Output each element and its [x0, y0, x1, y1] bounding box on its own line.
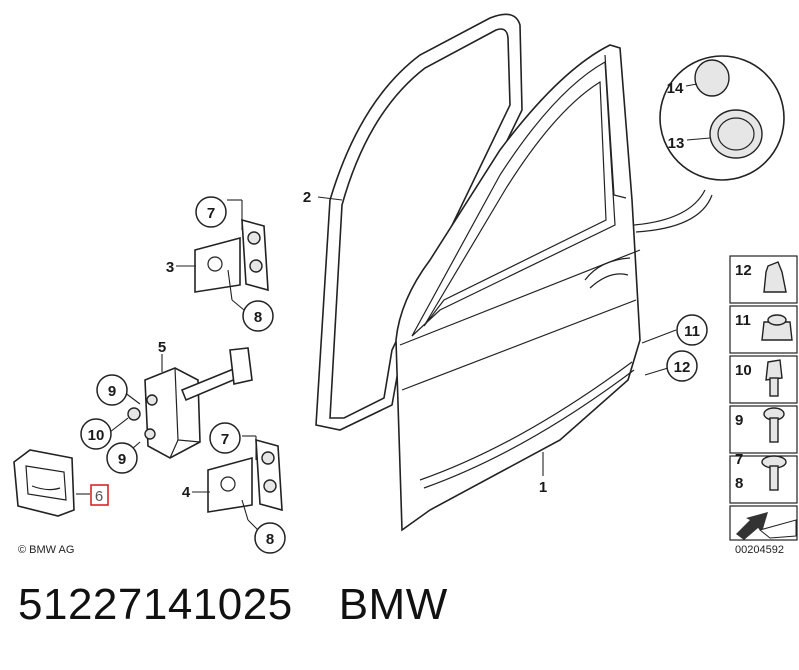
callout-plug-13: 13: [668, 135, 685, 152]
upper-hinge: [176, 199, 269, 311]
legend-label-9: 9: [735, 412, 743, 429]
callout-bubble: [666, 350, 698, 382]
callout-bolt-strap-a: 9: [108, 383, 116, 400]
legend-label-8: 8: [735, 475, 743, 492]
callout-bubble: [676, 314, 708, 346]
legend-label-7: 7: [735, 451, 743, 468]
callout-bolt-strap-c: 10: [88, 427, 105, 444]
callout-hinge-lower: 4: [182, 484, 191, 501]
brand-name: BMW: [338, 580, 448, 629]
diagram-number: 00204592: [735, 544, 784, 556]
callout-bubble: [106, 442, 138, 474]
callout-buffer-highlighted: 6: [95, 488, 103, 505]
part-number: 51227141025: [18, 580, 293, 629]
callout-seal: 2: [303, 189, 311, 206]
rubber-buffer-icon: [763, 261, 787, 293]
legend-tile: [729, 355, 798, 404]
copyright-text: © BMW AG: [18, 544, 74, 556]
check-strap: [109, 347, 253, 459]
legend-label-12: 12: [735, 262, 752, 279]
legend-tile: [729, 255, 798, 304]
callout-plug-14: 14: [667, 80, 684, 97]
callout-bubble: [195, 196, 227, 228]
door-seal: [315, 13, 523, 431]
legend-label-11: 11: [735, 312, 751, 329]
callout-bolt-lower: 7: [221, 431, 229, 448]
fastener-legend: 12 11 10 9 7 8: [729, 255, 798, 541]
callout-hinge-upper: 3: [166, 259, 174, 276]
plug-detail: [659, 55, 785, 181]
callout-bubble: [96, 374, 128, 406]
part-caption: 51227141025 BMW: [18, 580, 448, 630]
door-body: [395, 44, 641, 532]
callout-bubble: [242, 300, 274, 332]
highlight-box: [90, 484, 109, 506]
lower-hinge: [192, 435, 283, 531]
callout-nut-upper: 8: [254, 309, 262, 326]
arrow-icon: [736, 512, 768, 540]
callout-door-12: 12: [674, 359, 691, 376]
callout-bolt-strap-b: 9: [118, 451, 126, 468]
callout-door: 1: [539, 479, 547, 496]
callout-bubble: [254, 522, 286, 554]
callout-bubble: [209, 422, 241, 454]
callout-bolt-upper: 7: [207, 205, 215, 222]
callout-door-11: 11: [684, 323, 700, 340]
door-buffer: [13, 449, 90, 517]
hex-bolt-icon: [765, 359, 783, 381]
legend-label-10: 10: [735, 362, 752, 379]
callout-check-strap: 5: [158, 339, 166, 356]
callout-nut-lower: 8: [266, 531, 274, 548]
callout-bubble: [80, 418, 112, 450]
